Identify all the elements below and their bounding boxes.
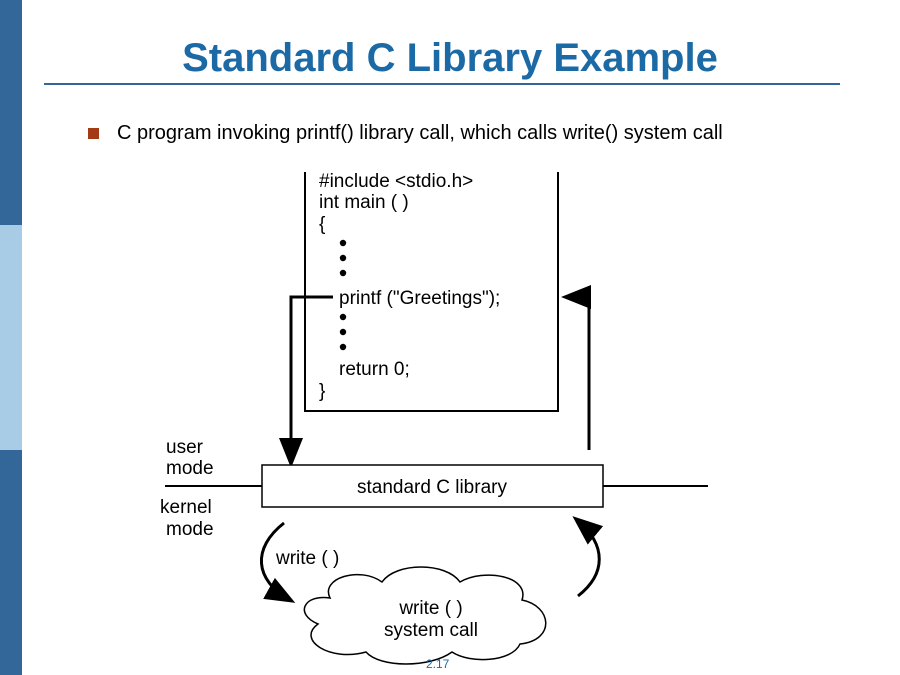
syscall-return-curved-arrow [572, 516, 604, 598]
code-line-main: int main ( ) [319, 192, 409, 213]
ellipsis-dots-bottom [339, 313, 347, 351]
kernel-mode-label-1: kernel [160, 497, 212, 518]
system-call-cloud [303, 566, 547, 665]
write-call-label: write ( ) [275, 548, 339, 569]
system-call-label-2: system call [384, 620, 478, 641]
program-code-box [304, 172, 559, 412]
standard-c-library-box [261, 464, 604, 508]
code-line-close-brace: } [319, 381, 325, 402]
ellipsis-dots-top [339, 239, 347, 277]
code-line-printf: printf ("Greetings"); [339, 288, 500, 309]
title-divider [44, 83, 840, 85]
square-bullet-icon [88, 128, 99, 139]
user-mode-label-2: mode [166, 458, 214, 479]
kernel-mode-label-2: mode [166, 519, 214, 540]
write-call-curved-arrow [259, 521, 296, 603]
library-label: standard C library [357, 477, 507, 498]
left-accent-bar-highlight [0, 225, 22, 450]
code-line-open-brace: { [319, 214, 326, 235]
system-call-label-1: write ( ) [398, 598, 462, 619]
left-accent-bar [0, 0, 22, 675]
user-mode-label-1: user [166, 437, 204, 458]
slide-title: Standard C Library Example [182, 36, 718, 80]
code-line-include: #include <stdio.h> [319, 171, 473, 192]
page-number: 2.17 [426, 657, 450, 671]
call-arrow [279, 295, 333, 468]
code-line-return: return 0; [339, 359, 410, 380]
bullet-item: C program invoking printf() library call… [88, 122, 723, 145]
bullet-text: C program invoking printf() library call… [117, 122, 723, 144]
return-arrow [561, 285, 591, 450]
